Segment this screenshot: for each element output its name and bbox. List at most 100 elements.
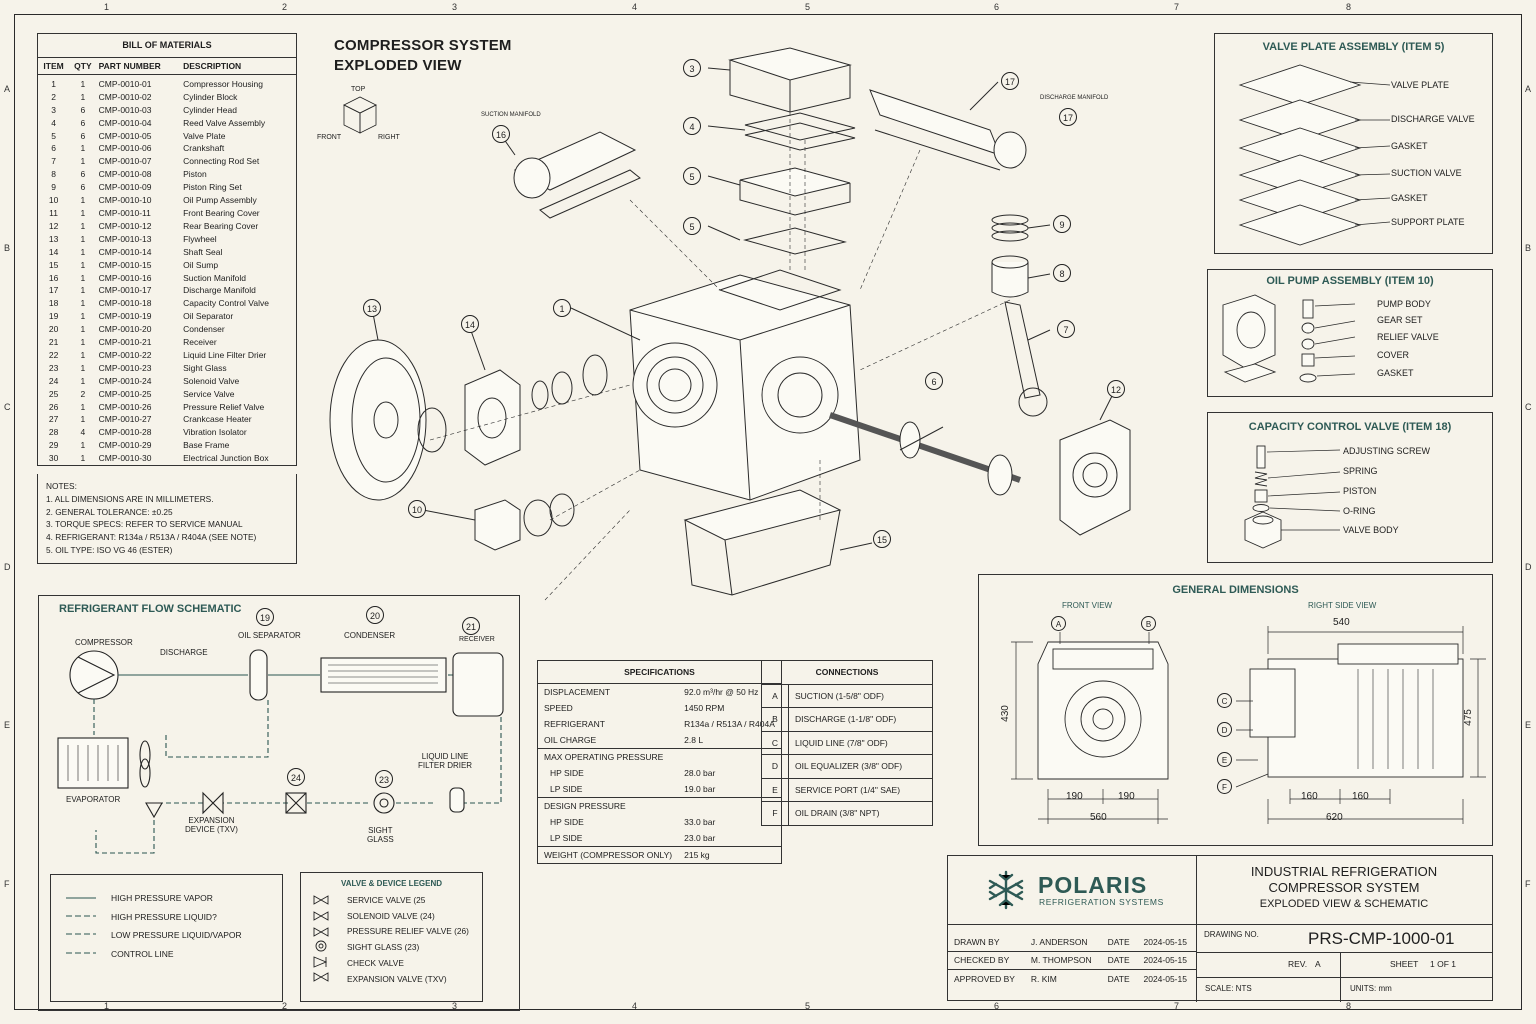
connection-desc: DISCHARGE (1-1/8" ODF) <box>788 707 933 731</box>
capacity-valve-title: CAPACITY CONTROL VALVE (ITEM 18) <box>1248 421 1452 433</box>
bom-cell: CMP-0010-05 <box>98 130 152 141</box>
bom-cell: Discharge Manifold <box>183 285 256 296</box>
bom-header: QTY <box>69 57 97 75</box>
note-item: 4. REFRIGERANT: R134a / R513A / R404A (S… <box>46 532 257 543</box>
front-half-left-dim: 190 <box>1066 791 1083 802</box>
bom-cell: CMP-0010-20 <box>98 324 152 335</box>
bom-cell: CMP-0010-12 <box>98 220 152 231</box>
zone-col-bottom: 2 <box>282 1001 288 1011</box>
drawing-no-label: DRAWING NO. <box>1204 930 1259 939</box>
bom-cell: 1 <box>80 401 86 412</box>
bom-cell: 28 <box>48 427 59 438</box>
oil-separator-label: OIL SEPARATOR <box>238 631 301 640</box>
bom-cell: CMP-0010-15 <box>98 259 152 270</box>
bom-cell: 1 <box>80 362 86 373</box>
bom-cell: 1 <box>80 143 86 154</box>
brand-subtitle: REFRIGERATION SYSTEMS <box>1039 897 1164 907</box>
bom-cell: 14 <box>48 246 59 257</box>
zone-row-left: D <box>4 562 11 572</box>
part-label: RELIEF VALVE <box>1377 332 1439 342</box>
bom-cell: CMP-0010-04 <box>98 117 152 128</box>
bom-cell: CMP-0010-17 <box>98 285 152 296</box>
bom-cell: CMP-0010-01 <box>98 78 152 89</box>
rev-label: REV. <box>1288 959 1308 969</box>
scale-label: SCALE: NTS <box>1205 984 1252 993</box>
balloon-item-6: 6 <box>925 372 943 390</box>
bom-cell: Electrical Junction Box <box>183 453 269 464</box>
bom-cell: Capacity Control Valve <box>183 298 269 309</box>
part-label: DISCHARGE VALVE <box>1391 114 1475 124</box>
spec-label: DISPLACEMENT <box>544 687 611 697</box>
valve-legend-item: SOLENOID VALVE (24) <box>347 910 435 921</box>
zone-col-bottom: 3 <box>452 1001 458 1011</box>
bom-cell: 1 <box>80 311 86 322</box>
bom-cell: 21 <box>48 337 59 348</box>
bom-cell: Oil Pump Assembly <box>183 195 257 206</box>
dimension-views-drawing <box>1011 626 1486 824</box>
side-view-label: RIGHT SIDE VIEW <box>1308 601 1377 610</box>
bom-cell: 1 <box>80 349 86 360</box>
note-item: 1. ALL DIMENSIONS ARE IN MILLIMETERS. <box>46 493 214 504</box>
side-top-dim: 540 <box>1333 617 1350 628</box>
balloon-item-14: 14 <box>461 315 479 333</box>
front-width-dim: 560 <box>1090 812 1107 823</box>
bom-cell: 2 <box>80 388 86 399</box>
bom-cell: Valve Plate <box>183 130 226 141</box>
drawing-number: PRS-CMP-1000-01 <box>1308 929 1455 948</box>
bom-cell: 1 <box>80 91 86 102</box>
bom-cell: Receiver <box>183 337 217 348</box>
zone-row-right: F <box>1525 879 1531 889</box>
bom-cell: 1 <box>80 246 86 257</box>
balloon-item-5b: 5 <box>683 217 701 235</box>
balloon-item-12: 12 <box>1107 380 1125 398</box>
refrigerant-flow-schematic-panel: REFRIGERANT FLOW SCHEMATIC <box>38 595 520 1011</box>
bom-cell: CMP-0010-19 <box>98 311 152 322</box>
bom-cell: CMP-0010-06 <box>98 143 152 154</box>
connection-id: A <box>761 683 789 708</box>
bom-cell: Sight Glass <box>183 362 227 373</box>
zone-col-bottom: 6 <box>994 1001 1000 1011</box>
bom-cell: Reed Valve Assembly <box>183 117 266 128</box>
bom-cell: CMP-0010-21 <box>98 337 152 348</box>
oil-pump-assembly-panel: OIL PUMP ASSEMBLY (ITEM 10) <box>1207 269 1493 397</box>
suction-manifold-label: SUCTION MANIFOLD <box>481 112 541 118</box>
line-legend-item: CONTROL LINE <box>111 948 174 959</box>
side-half-right-dim: 160 <box>1352 791 1369 802</box>
bom-cell: 16 <box>48 272 59 283</box>
zone-col-bottom: 1 <box>104 1001 110 1011</box>
zone-col-bottom: 8 <box>1346 1001 1352 1011</box>
bom-cell: 1 <box>80 337 86 348</box>
capacity-control-valve-panel: CAPACITY CONTROL VALVE (ITEM 18) <box>1207 412 1493 563</box>
front-half-right-dim: 190 <box>1118 791 1135 802</box>
spec-value: 215 kg <box>684 850 710 860</box>
bom-cell: 4 <box>80 427 86 438</box>
spec-row: WEIGHT (COMPRESSOR ONLY)215 kg <box>537 846 782 864</box>
bom-cell: Base Frame <box>183 440 230 451</box>
zone-row-right: D <box>1525 562 1532 572</box>
marker-c: C <box>1217 693 1232 708</box>
sheet-value: 1 OF 1 <box>1430 959 1456 969</box>
marker-b: B <box>1141 616 1156 631</box>
bom-cell: 1 <box>80 207 86 218</box>
bom-cell: 6 <box>80 130 86 141</box>
notes-panel: NOTES: 1. ALL DIMENSIONS ARE IN MILLIMET… <box>37 474 297 564</box>
bom-cell: CMP-0010-23 <box>98 362 152 373</box>
balloon-item-15: 15 <box>873 530 891 548</box>
bom-cell: CMP-0010-27 <box>98 414 152 425</box>
